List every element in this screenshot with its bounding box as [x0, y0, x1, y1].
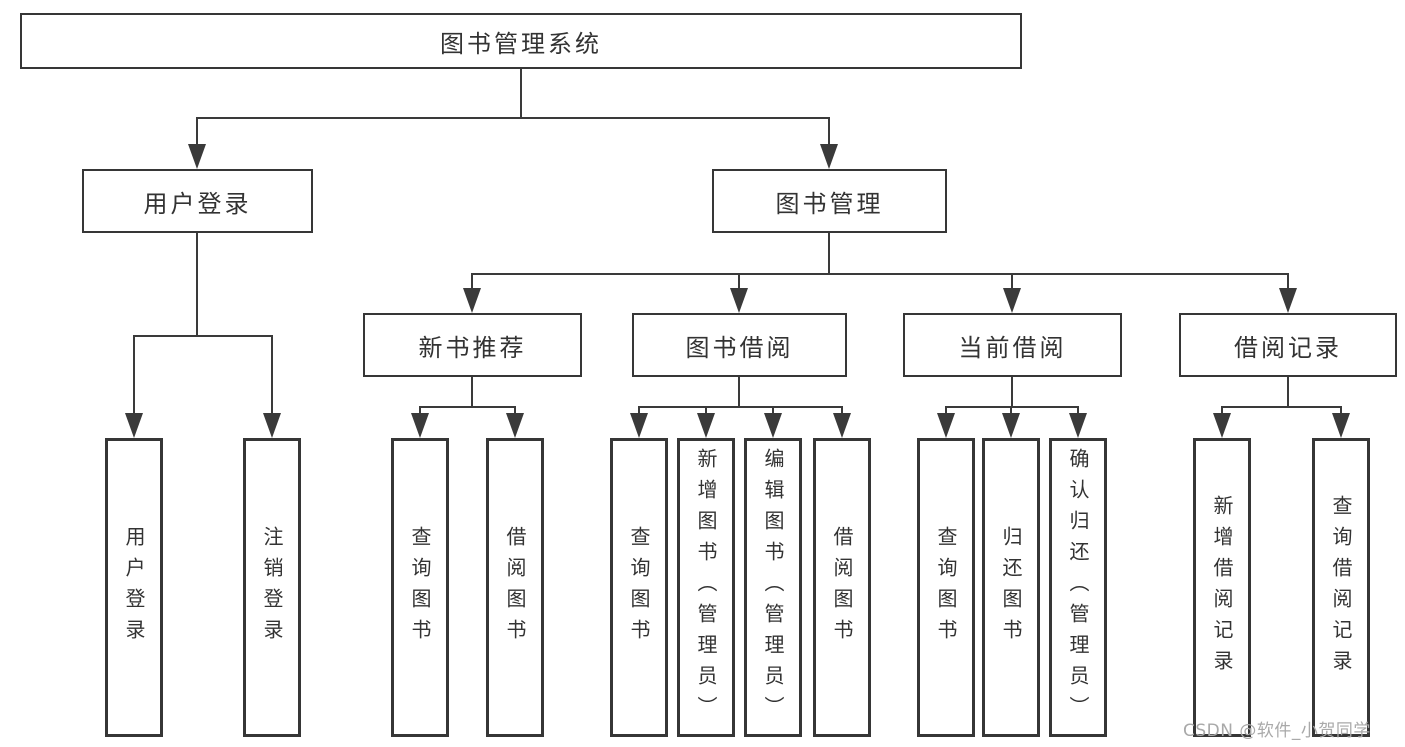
connector-rail: [945, 406, 1079, 408]
leaf-logout: 注销登录: [243, 438, 301, 737]
node-library-system-label: 图书管理系统: [440, 29, 602, 58]
arrow-down-icon: [820, 144, 838, 169]
connector-arrow-stem: [419, 406, 421, 416]
leaf-edit-book-admin-label: 编辑图书（管理员）: [761, 448, 785, 727]
connector-arrow-stem: [1010, 406, 1012, 416]
leaf-current-query-book: 查询图书: [917, 438, 975, 737]
arrow-down-icon: [263, 413, 281, 438]
connector-arrow-stem: [945, 406, 947, 416]
arrow-down-icon: [1332, 413, 1350, 438]
connector-rail: [196, 117, 830, 119]
connector-arrow-stem: [638, 406, 640, 416]
leaf-borrow-book-label: 借阅图书: [830, 525, 854, 650]
leaf-query-borrow-record-label: 查询借阅记录: [1329, 494, 1353, 681]
node-book-management: 图书管理: [712, 169, 947, 233]
connector-stub: [738, 377, 740, 408]
leaf-query-borrow-record: 查询借阅记录: [1312, 438, 1370, 737]
leaf-recommend-query-book: 查询图书: [391, 438, 449, 737]
leaf-recommend-query-book-label: 查询图书: [408, 525, 432, 650]
node-current-borrow-label: 当前借阅: [958, 333, 1067, 362]
connector-arrow-stem: [133, 335, 135, 416]
leaf-current-query-book-label: 查询图书: [934, 525, 958, 650]
connector-arrow-stem: [738, 273, 740, 291]
connector-stub: [196, 233, 198, 337]
connector-arrow-stem: [1221, 406, 1223, 416]
leaf-return-book: 归还图书: [982, 438, 1040, 737]
node-book-borrow-label: 图书借阅: [685, 333, 794, 362]
arrow-down-icon: [1069, 413, 1087, 438]
arrow-down-icon: [1213, 413, 1231, 438]
arrow-down-icon: [125, 413, 143, 438]
node-borrow-record: 借阅记录: [1179, 313, 1397, 377]
leaf-confirm-return-admin-label: 确认归还（管理员）: [1066, 448, 1090, 727]
connector-stub: [520, 69, 522, 119]
node-book-borrow: 图书借阅: [632, 313, 847, 377]
node-user-login: 用户登录: [82, 169, 313, 233]
connector-arrow-stem: [828, 117, 830, 147]
connector-arrow-stem: [196, 117, 198, 147]
arrow-down-icon: [1003, 288, 1021, 313]
arrow-down-icon: [1279, 288, 1297, 313]
node-book-management-label: 图书管理: [775, 189, 884, 218]
node-user-login-label: 用户登录: [143, 189, 252, 218]
connector-rail: [1221, 406, 1342, 408]
node-current-borrow: 当前借阅: [903, 313, 1122, 377]
arrow-down-icon: [411, 413, 429, 438]
arrow-down-icon: [697, 413, 715, 438]
leaf-recommend-borrow-book: 借阅图书: [486, 438, 544, 737]
connector-arrow-stem: [1077, 406, 1079, 416]
leaf-recommend-borrow-book-label: 借阅图书: [503, 525, 527, 650]
node-library-system: 图书管理系统: [20, 13, 1022, 69]
connector-rail: [133, 335, 273, 337]
leaf-user-login: 用户登录: [105, 438, 163, 737]
node-borrow-record-label: 借阅记录: [1234, 333, 1342, 362]
connector-arrow-stem: [1287, 273, 1289, 291]
arrow-down-icon: [506, 413, 524, 438]
leaf-logout-label: 注销登录: [260, 525, 284, 650]
connector-stub: [471, 377, 473, 408]
connector-arrow-stem: [271, 335, 273, 416]
leaf-borrow-query-book: 查询图书: [610, 438, 668, 737]
connector-rail: [638, 406, 843, 408]
leaf-add-book-admin-label: 新增图书（管理员）: [694, 448, 718, 727]
connector-arrow-stem: [1340, 406, 1342, 416]
leaf-borrow-book: 借阅图书: [813, 438, 871, 737]
connector-rail: [419, 406, 516, 408]
watermark-text: CSDN @软件_小贺同学: [1183, 721, 1371, 741]
leaf-add-borrow-record-label: 新增借阅记录: [1210, 494, 1234, 681]
leaf-user-login-label: 用户登录: [122, 525, 146, 650]
connector-rail: [471, 273, 1289, 275]
arrow-down-icon: [1002, 413, 1020, 438]
node-new-book-recommend: 新书推荐: [363, 313, 582, 377]
connector-arrow-stem: [1011, 273, 1013, 291]
connector-stub: [828, 233, 830, 275]
leaf-return-book-label: 归还图书: [999, 525, 1023, 650]
connector-arrow-stem: [772, 406, 774, 416]
arrow-down-icon: [463, 288, 481, 313]
arrow-down-icon: [833, 413, 851, 438]
arrow-down-icon: [764, 413, 782, 438]
leaf-confirm-return-admin: 确认归还（管理员）: [1049, 438, 1107, 737]
leaf-add-borrow-record: 新增借阅记录: [1193, 438, 1251, 737]
arrow-down-icon: [937, 413, 955, 438]
leaf-add-book-admin: 新增图书（管理员）: [677, 438, 735, 737]
connector-stub: [1011, 377, 1013, 408]
arrow-down-icon: [730, 288, 748, 313]
connector-arrow-stem: [841, 406, 843, 416]
leaf-borrow-query-book-label: 查询图书: [627, 525, 651, 650]
connector-stub: [1287, 377, 1289, 408]
connector-arrow-stem: [471, 273, 473, 291]
arrow-down-icon: [188, 144, 206, 169]
connector-arrow-stem: [705, 406, 707, 416]
leaf-edit-book-admin: 编辑图书（管理员）: [744, 438, 802, 737]
arrow-down-icon: [630, 413, 648, 438]
connector-arrow-stem: [514, 406, 516, 416]
node-new-book-recommend-label: 新书推荐: [418, 333, 527, 362]
